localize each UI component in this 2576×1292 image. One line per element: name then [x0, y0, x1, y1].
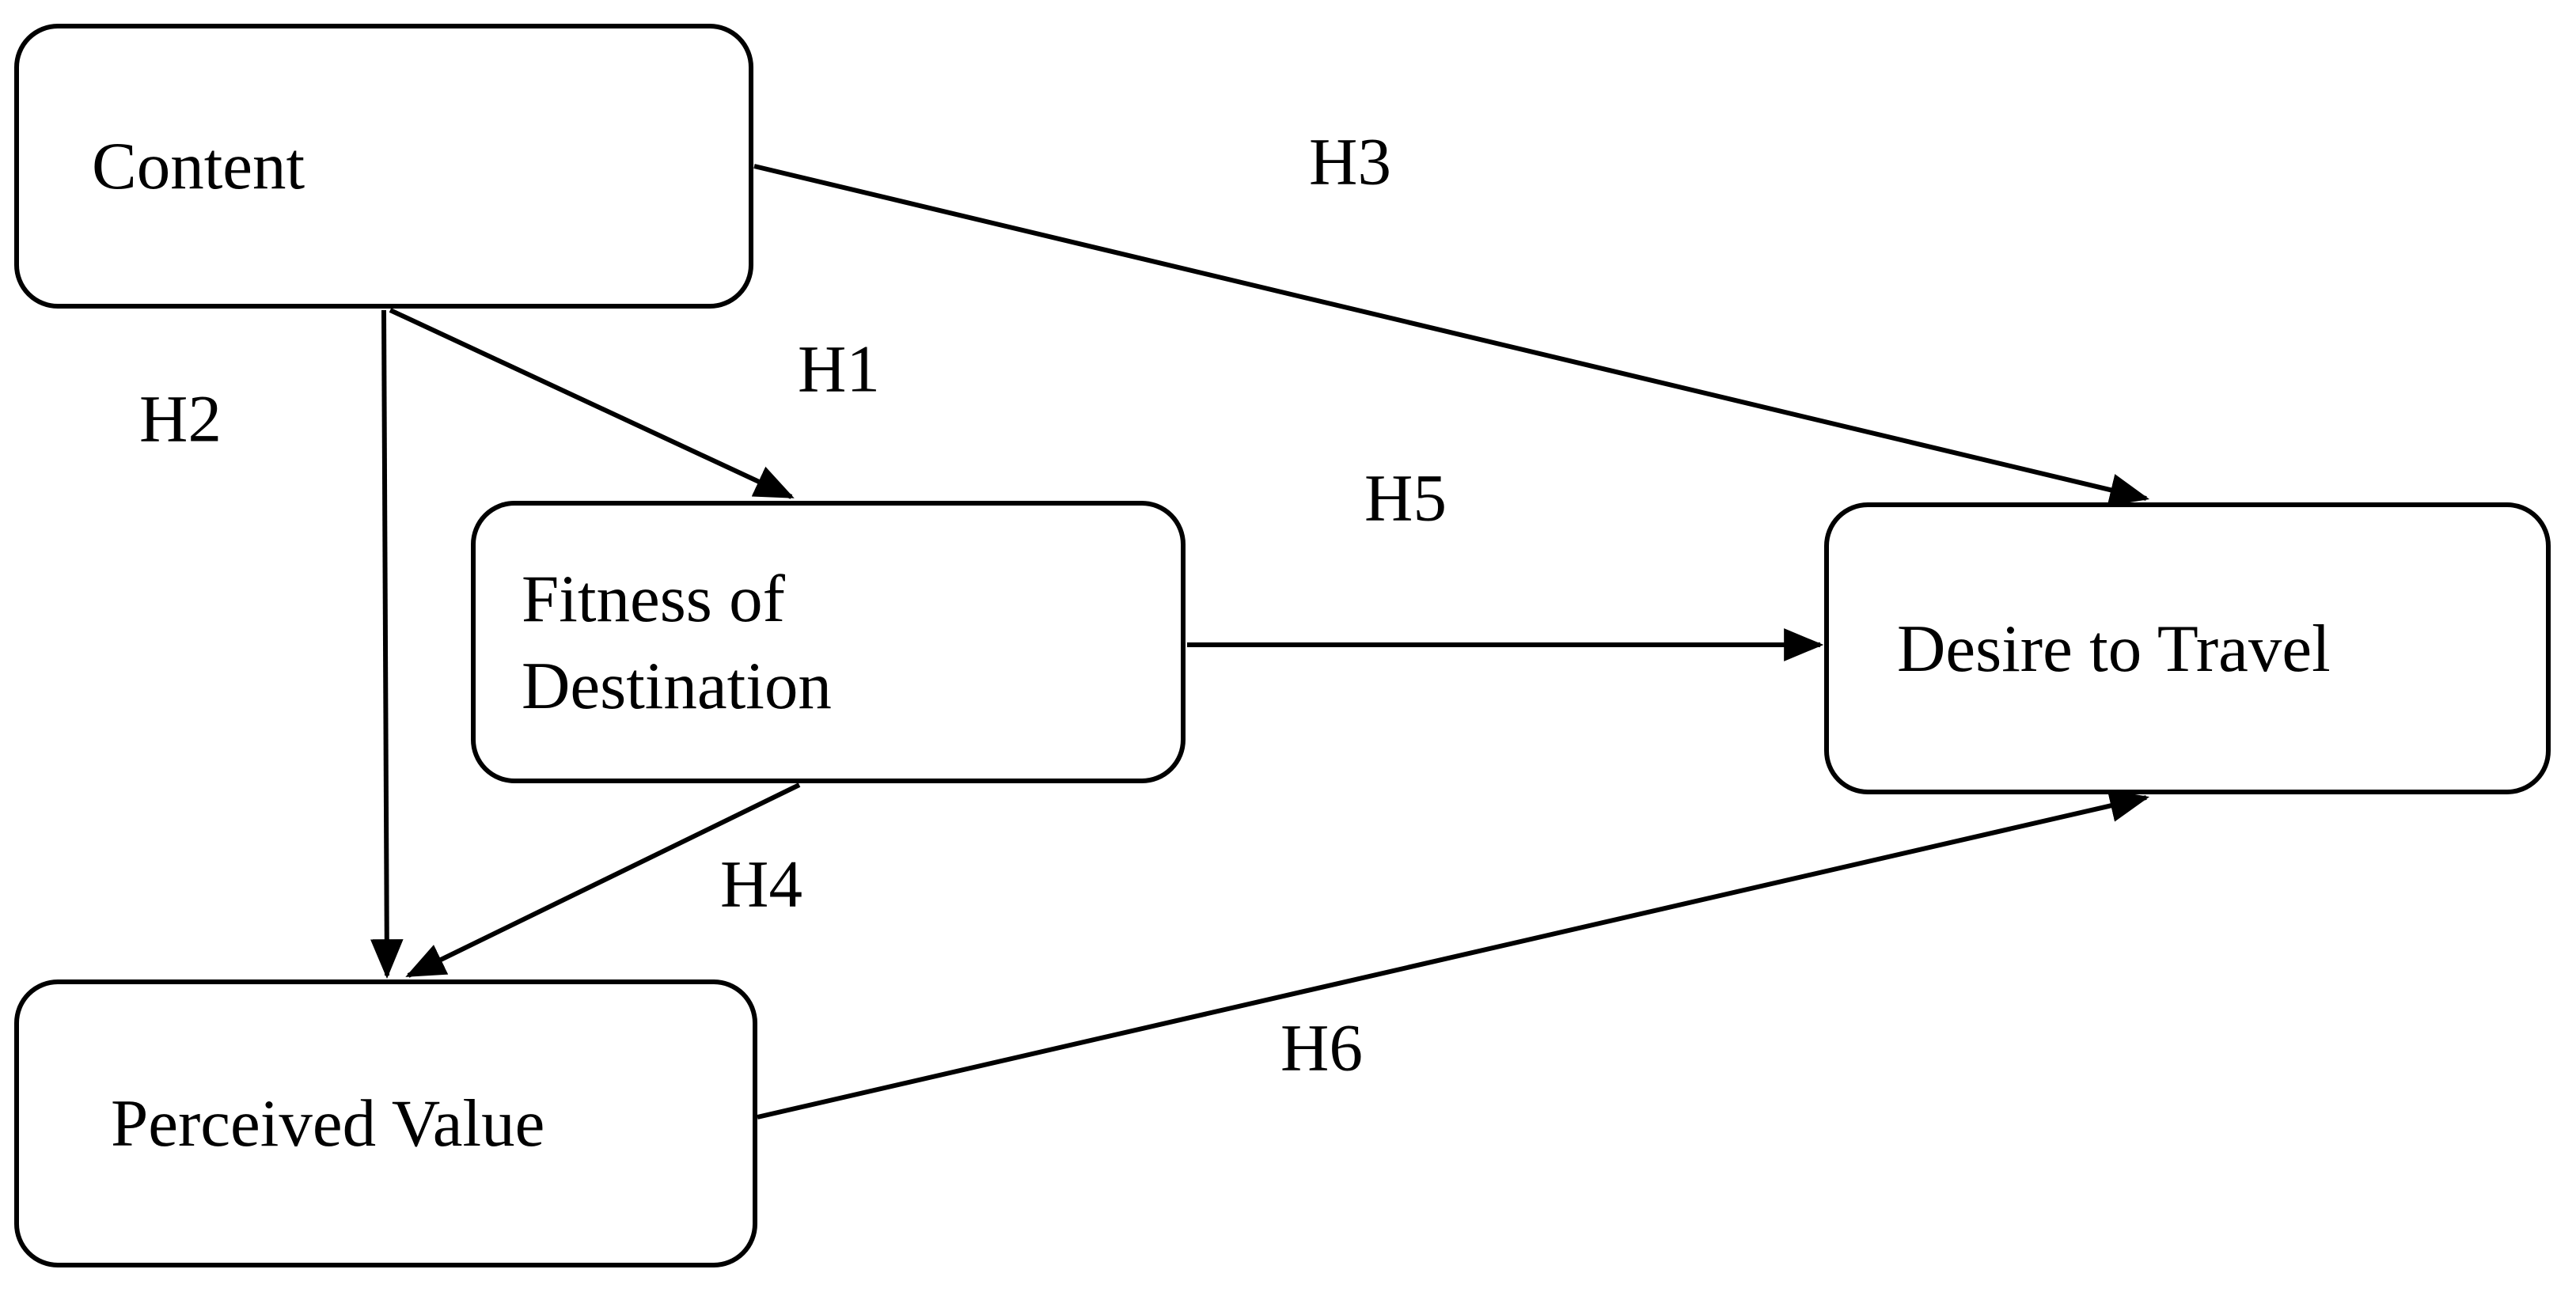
arrow-h4-fitness-to-perceived-value	[405, 782, 801, 978]
edge-label-h5: H5	[1364, 460, 1447, 536]
node-fitness-of-destination: Fitness of Destination	[471, 501, 1186, 783]
node-fitness-of-destination-label: Fitness of Destination	[522, 561, 832, 723]
node-content: Content	[14, 24, 753, 309]
node-content-label: Content	[92, 129, 305, 203]
node-perceived-value: Perceived Value	[14, 979, 757, 1267]
arrow-h1-content-to-fitness	[389, 308, 795, 499]
edge-label-h4: H4	[720, 847, 802, 922]
edge-label-h1: H1	[798, 332, 880, 407]
node-desire-to-travel-label: Desire to Travel	[1897, 611, 2331, 686]
edge-label-h3: H3	[1309, 124, 1391, 199]
edge-label-h2: H2	[139, 381, 222, 457]
arrow-h3-content-to-desire	[753, 164, 2150, 506]
arrow-h2-content-to-perceived-value	[370, 309, 404, 979]
node-desire-to-travel: Desire to Travel	[1824, 502, 2551, 794]
edge-label-h6: H6	[1280, 1010, 1363, 1086]
arrow-h6-perceived-value-to-desire	[757, 789, 2150, 1120]
node-perceived-value-label: Perceived Value	[111, 1086, 545, 1161]
